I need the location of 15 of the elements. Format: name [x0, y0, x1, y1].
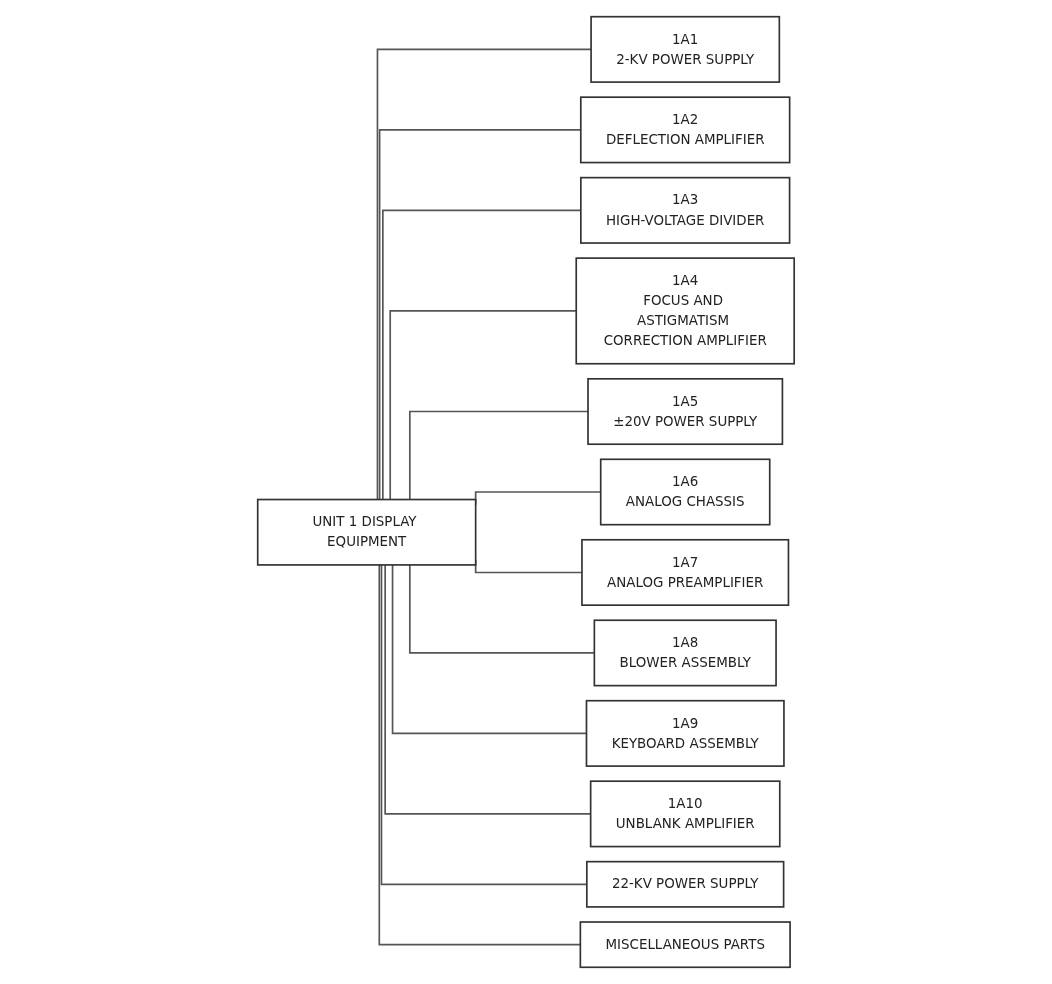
node-box: 1A5 ±20V POWER SUPPLY — [587, 378, 784, 446]
connector — [409, 410, 589, 501]
node-box: 1A10 UNBLANK AMPLIFIER — [589, 780, 781, 848]
node-box: MISCELLANEOUS PARTS — [579, 921, 791, 969]
node-box: 1A4 FOCUS AND ASTIGMATISM CORRECTION AMPLIFIER — [575, 257, 796, 365]
node-box: 22-KV POWER SUPPLY — [586, 860, 785, 908]
node-box: 1A9 KEYBOARD ASSEMBLY — [585, 699, 785, 767]
node-box: 1A6 ANALOG CHASSIS — [599, 458, 771, 526]
connector — [376, 48, 592, 501]
node-box: 1A7 ANALOG PREAMPLIFIER — [581, 538, 790, 606]
node-box: 1A8 BLOWER ASSEMBLY — [593, 619, 777, 687]
node-box: UNIT 1 DISPLAY EQUIPMENT — [256, 498, 477, 566]
node-box: 1A2 DEFLECTION AMPLIFIER — [580, 96, 791, 164]
node-box: 1A3 HIGH-VOLTAGE DIVIDER — [580, 176, 791, 244]
node-box: 1A1 2-KV POWER SUPPLY — [590, 15, 781, 83]
